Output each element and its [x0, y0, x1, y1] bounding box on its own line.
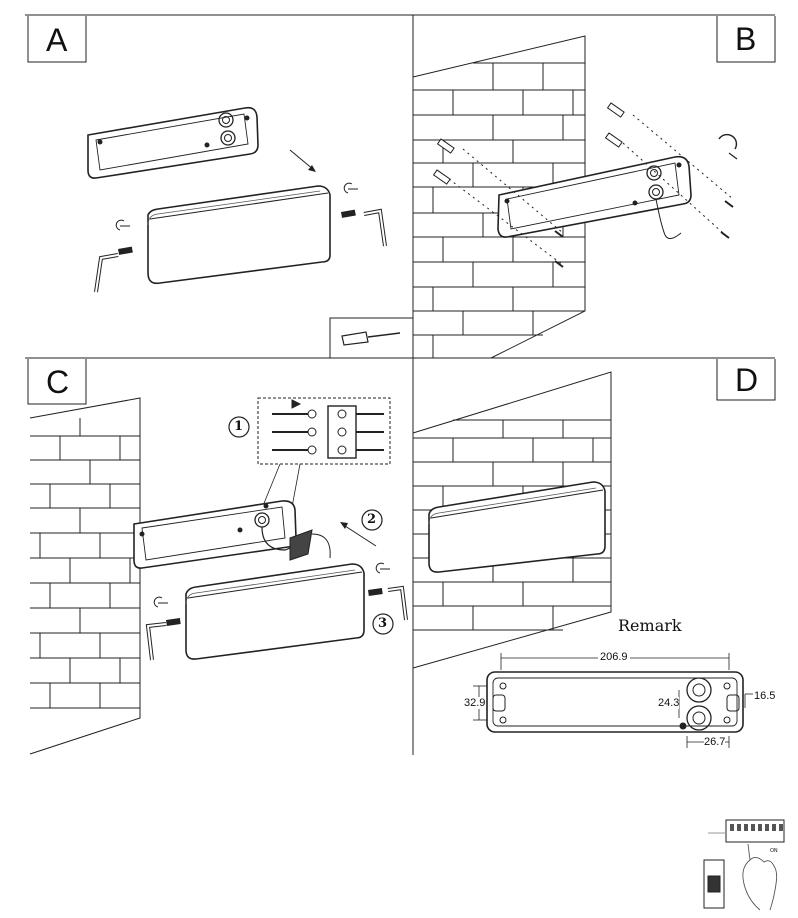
panel-c-label: C: [46, 364, 70, 400]
brick-wall: [29, 397, 141, 755]
panel-b: B: [412, 15, 798, 359]
screwdriver-icon: [341, 331, 401, 346]
lamp-body: [147, 185, 331, 285]
dip-switch: [708, 819, 785, 843]
dim-edge-offset: 16.5: [754, 690, 776, 702]
hex-key-icon: [94, 246, 133, 293]
terminal-block: [272, 399, 384, 459]
remark-title: Remark: [618, 616, 682, 635]
dim-hole-offset: 26.7: [704, 736, 726, 748]
switch-detail: ON: [700, 818, 790, 913]
hand-icon: [742, 843, 778, 911]
wall-plug: [432, 102, 625, 185]
rotation-arrow-icon: [718, 133, 738, 160]
step-3-label: 3: [378, 616, 388, 631]
screw: [554, 200, 734, 268]
panel-d-label: D: [735, 362, 759, 398]
rotation-arrow-icon: [375, 562, 390, 574]
rotation-arrow-icon: [115, 219, 130, 231]
rotation-arrow-icon: [153, 596, 168, 608]
mounting-plate: [87, 106, 259, 179]
panel-c: C 1 2 3: [0, 358, 413, 755]
dim-height: 32.9: [464, 697, 486, 709]
panel-a-label: A: [46, 22, 68, 58]
mounting-plate: [497, 155, 692, 239]
back-plate-drawing: [473, 653, 753, 748]
step-2-label: 2: [367, 512, 377, 527]
hex-key-icon: [145, 618, 181, 661]
dim-hole-spacing: 24.3: [658, 697, 680, 709]
panel-d: D: [412, 358, 798, 755]
rotation-arrow-icon: [343, 182, 358, 194]
mounting-plate: [133, 500, 331, 569]
lamp-body: [428, 481, 606, 573]
switch-on-label: ON: [770, 848, 778, 854]
toggle-switch: [703, 859, 725, 909]
panel-a: A: [0, 0, 413, 358]
lamp-body: [185, 563, 365, 660]
step-1-label: 1: [234, 419, 244, 434]
panel-b-label: B: [735, 21, 757, 57]
hex-key-icon: [341, 208, 387, 247]
dim-width: 206.9: [598, 651, 630, 663]
hex-key-icon: [367, 585, 408, 621]
